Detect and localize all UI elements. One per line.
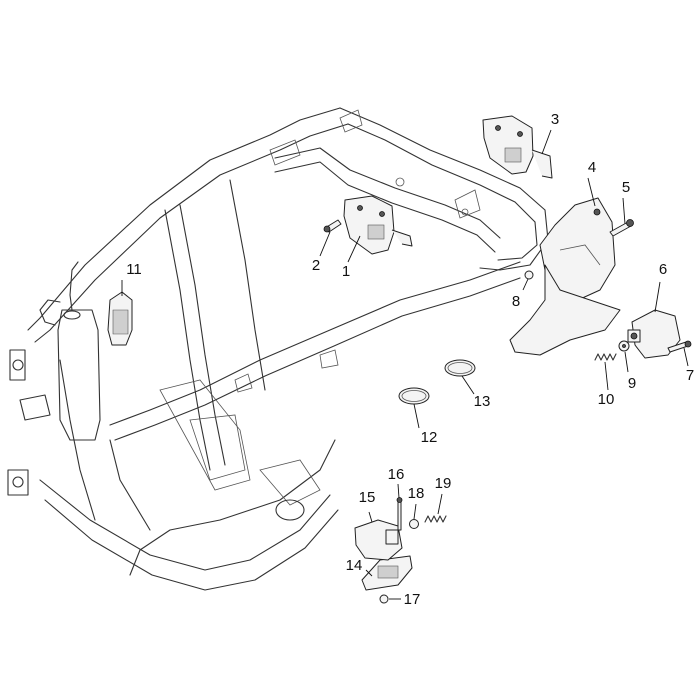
- callout-7: 7: [686, 367, 694, 384]
- callout-8: 8: [512, 293, 520, 310]
- part-3-latch-plate: [482, 115, 553, 179]
- scooter-frame: [7, 107, 549, 591]
- part-12-hose-clamp: [398, 387, 430, 405]
- part-14-bracket-plate: [361, 555, 413, 591]
- part-9-washer: [618, 340, 630, 352]
- part-10-spring: [594, 353, 617, 361]
- callout-6: 6: [659, 261, 667, 278]
- part-6-lock-actuator: [627, 309, 681, 359]
- callout-11: 11: [126, 261, 142, 278]
- part-15-actuator: [354, 519, 403, 561]
- part-13-hose-clamp: [444, 359, 476, 377]
- callout-19: 19: [435, 475, 452, 492]
- part-17-nut: [379, 594, 389, 604]
- callout-9: 9: [628, 375, 636, 392]
- leader-lines: [121, 129, 689, 600]
- callout-2: 2: [312, 257, 320, 274]
- part-2-screw: [323, 219, 342, 233]
- callout-1: 1: [342, 263, 350, 280]
- callout-15: 15: [359, 489, 376, 506]
- callout-5: 5: [622, 179, 630, 196]
- callout-labels: 1 2 3 4 5 6 7 8 9 10 11 12 13 14 15 16 1…: [126, 111, 694, 608]
- callout-3: 3: [551, 111, 559, 128]
- callout-17: 17: [404, 591, 421, 608]
- callout-12: 12: [421, 429, 438, 446]
- part-8-nut: [524, 270, 534, 280]
- part-5-bolt: [609, 219, 634, 237]
- callout-14: 14: [346, 557, 363, 574]
- callout-4: 4: [588, 159, 596, 176]
- part-18-washer: [409, 519, 419, 529]
- callout-13: 13: [474, 393, 491, 410]
- part-11-clamp: [107, 291, 133, 346]
- part-7-bolt: [667, 340, 692, 353]
- part-16-pin: [396, 497, 403, 531]
- part-4-bracket-cover: [509, 197, 621, 356]
- callout-16: 16: [388, 466, 405, 483]
- part-19-spring: [424, 515, 447, 523]
- part-1-latch-plate: [343, 195, 413, 255]
- callout-10: 10: [598, 391, 615, 408]
- callout-18: 18: [408, 485, 425, 502]
